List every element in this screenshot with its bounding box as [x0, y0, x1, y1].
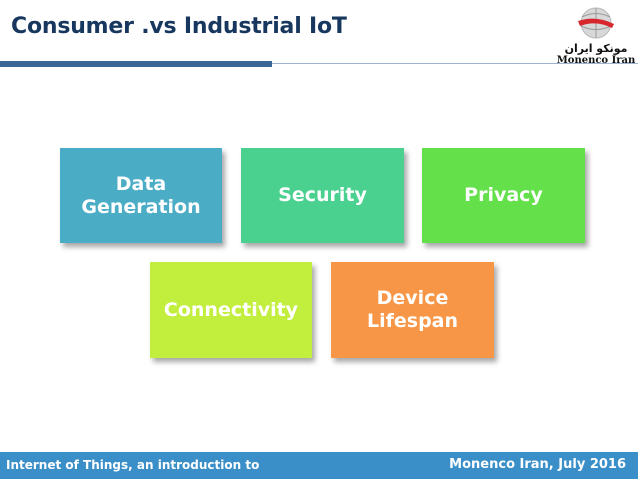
globe-logo-icon: [578, 7, 614, 39]
box-label: Device Lifespan: [366, 287, 459, 332]
box-security: Security: [241, 148, 404, 243]
footer-left-text: Internet of Things, an introduction to: [6, 458, 260, 472]
slide-title: Consumer .vs Industrial IoT: [11, 14, 347, 39]
box-connectivity: Connectivity: [150, 262, 312, 358]
box-label: Connectivity: [163, 298, 299, 321]
box-data-generation: Data Generation: [60, 148, 222, 243]
monenco-logo: مونکو ایران Monenco Iran: [556, 4, 636, 66]
box-label: Security: [278, 184, 367, 207]
footer-right-text: Monenco Iran, July 2016: [449, 457, 626, 472]
title-underline-rule: [272, 63, 638, 64]
box-label: Data Generation: [81, 172, 201, 218]
logo-english-text: Monenco Iran: [556, 55, 636, 66]
title-underline-bar: [0, 61, 272, 67]
box-device-lifespan: Device Lifespan: [331, 262, 494, 358]
box-label: Privacy: [464, 184, 543, 207]
box-privacy: Privacy: [422, 148, 585, 243]
logo-arabic-text: مونکو ایران: [564, 42, 628, 55]
footer-bar: Internet of Things, an introduction to M…: [0, 452, 638, 479]
